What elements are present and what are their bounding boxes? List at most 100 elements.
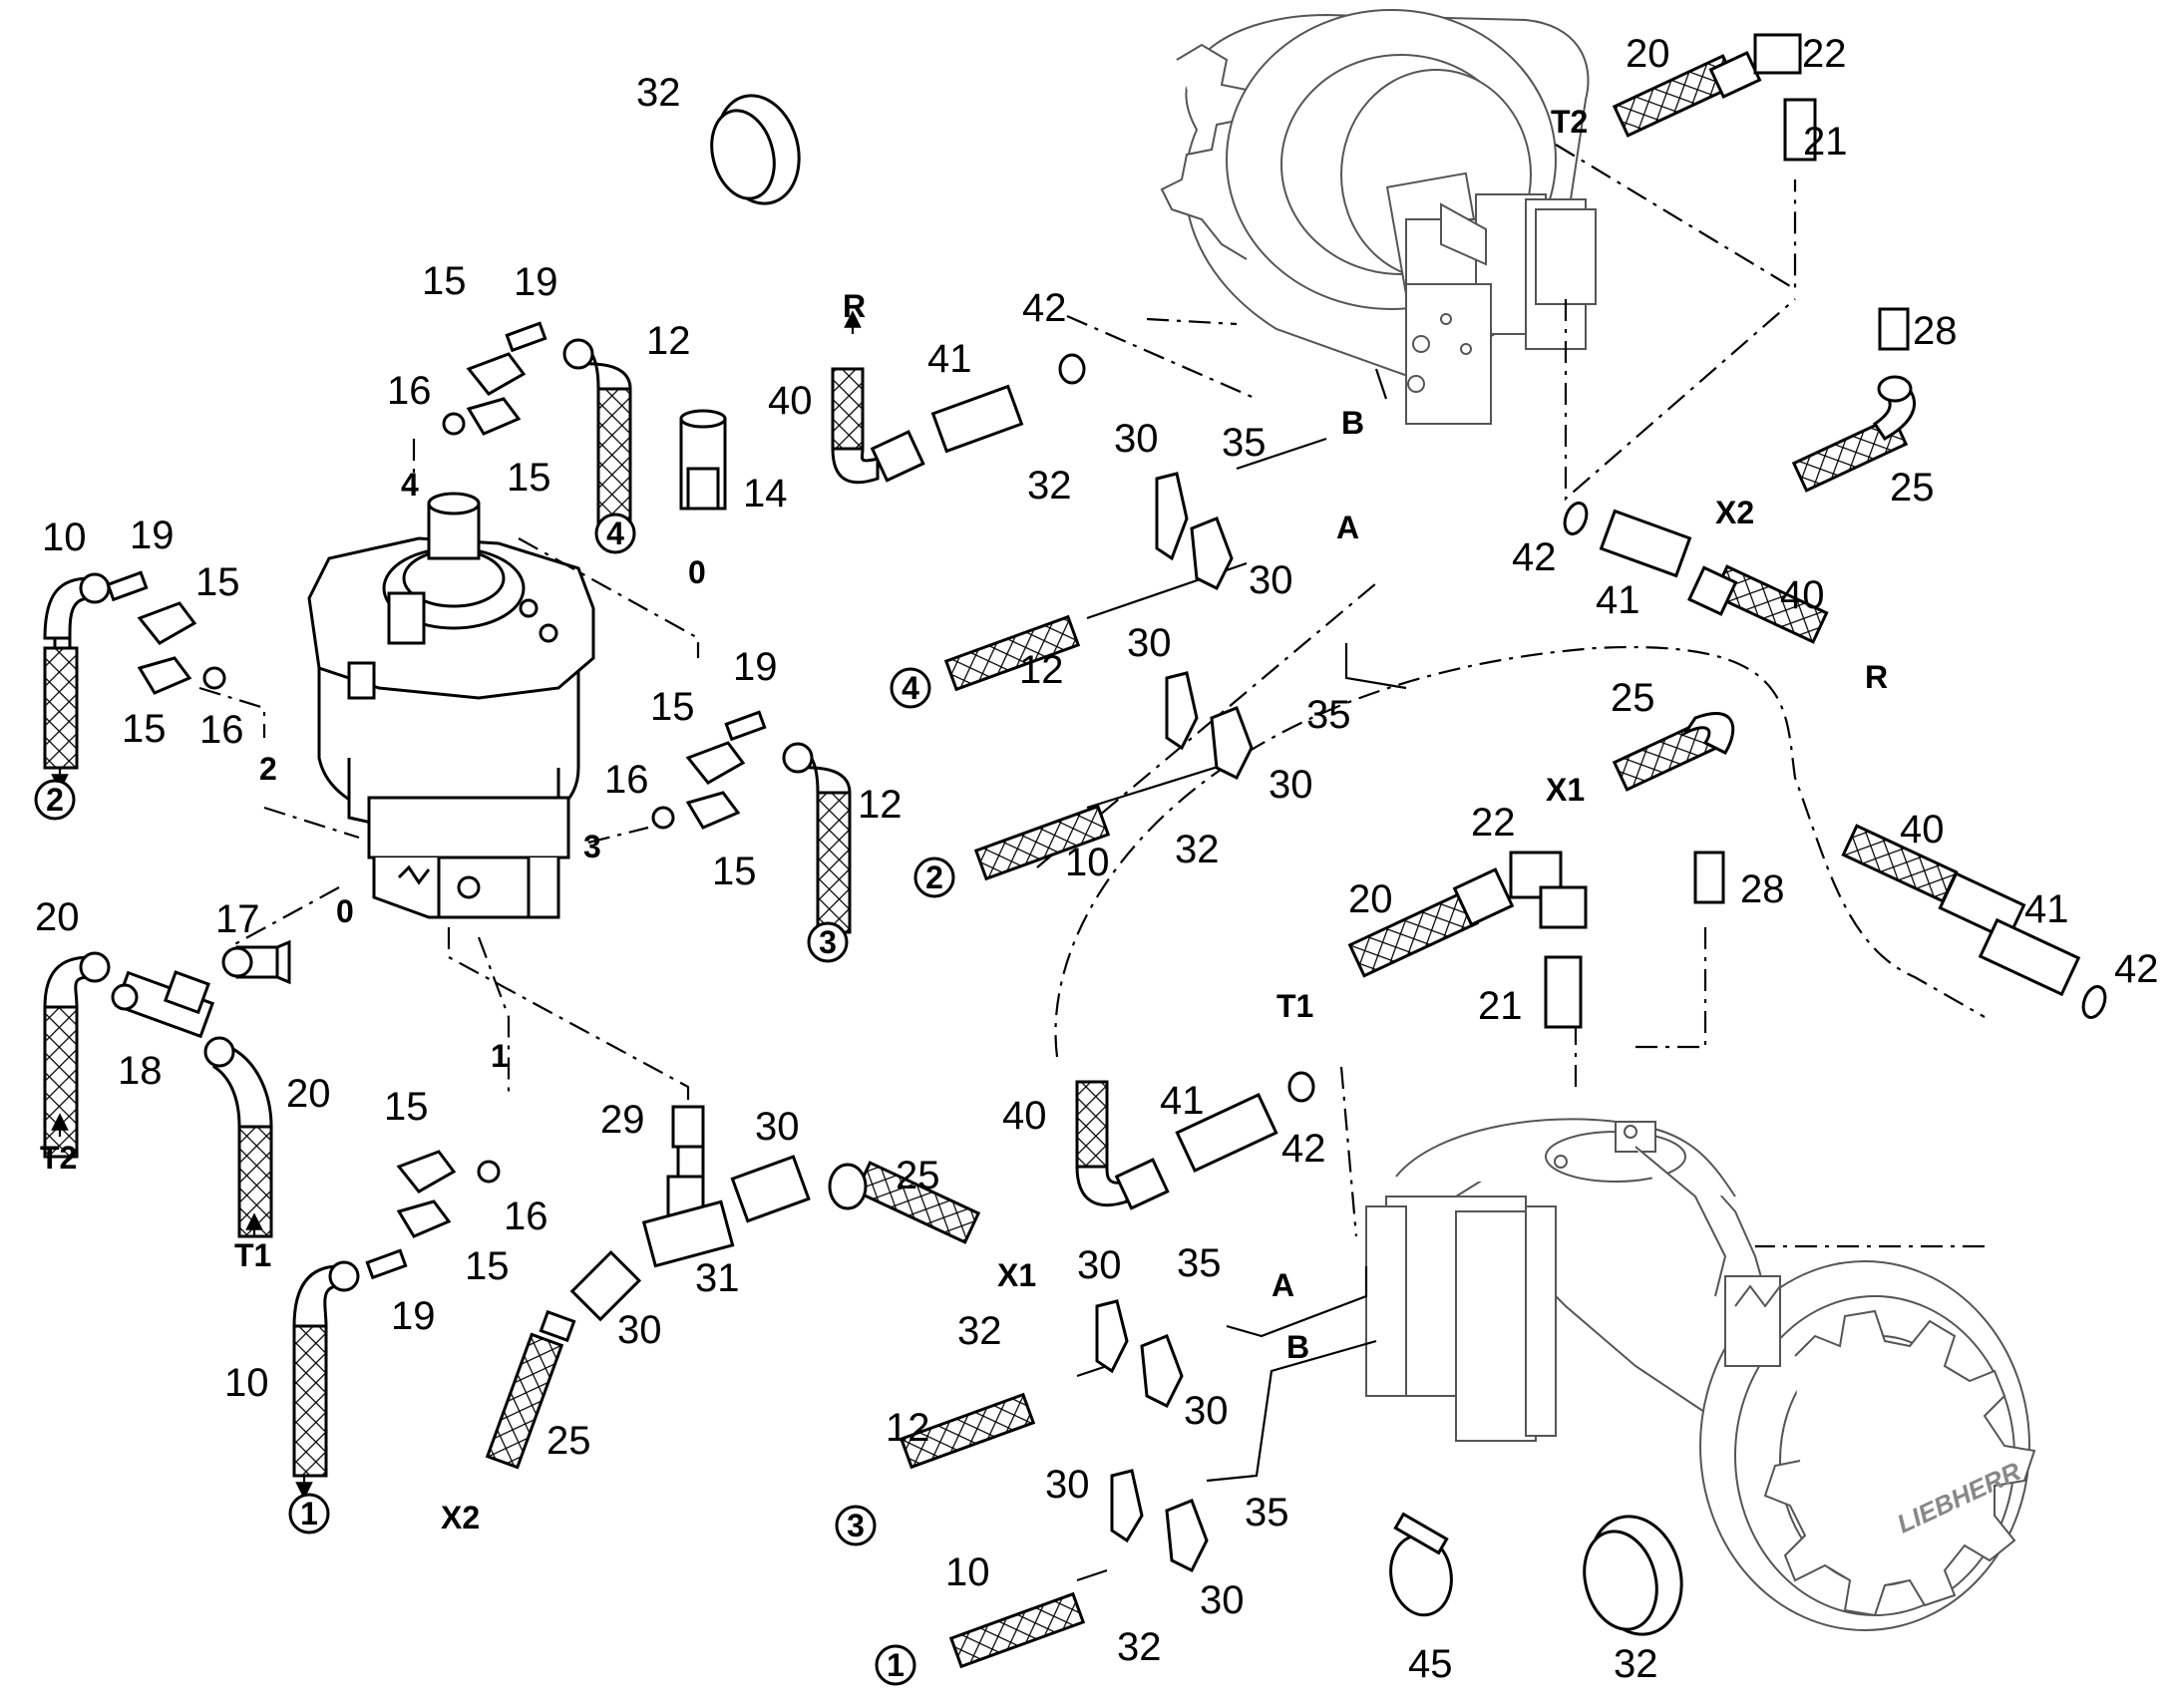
port-label-T2: T2 bbox=[1551, 104, 1588, 140]
clamp-15-mid bbox=[651, 710, 767, 830]
part-label-25d: 25 bbox=[1611, 676, 1655, 720]
part-label-25c: 25 bbox=[1890, 466, 1935, 510]
clamp-15-left bbox=[106, 570, 226, 695]
part-label-15d: 15 bbox=[507, 456, 551, 500]
hose-12-right bbox=[782, 742, 852, 934]
fittings-27-29 bbox=[569, 1105, 811, 1322]
part-label-41b: 41 bbox=[1596, 578, 1640, 622]
fitting-14 bbox=[679, 409, 727, 511]
part-label-26b: 28 bbox=[1740, 867, 1785, 911]
part-label-31: 35 bbox=[1222, 421, 1267, 465]
hose-25-right bbox=[1791, 307, 1917, 493]
clamp-15-top bbox=[442, 321, 547, 436]
part-label-16b: 16 bbox=[387, 369, 432, 413]
part-label-20: 20 bbox=[35, 895, 80, 939]
circled-ref-2-right: 2 bbox=[913, 856, 955, 898]
part-label-12c: 12 bbox=[1019, 648, 1064, 692]
port-label-X1b: X1 bbox=[997, 1257, 1036, 1293]
part-label-15h: 15 bbox=[465, 1244, 510, 1288]
port-label-R: R bbox=[843, 288, 866, 324]
part-label-42b: 42 bbox=[1512, 535, 1557, 579]
part-label-20d: 20 bbox=[1348, 877, 1393, 921]
hose-20-lower-right bbox=[1347, 851, 1588, 1029]
part-label-20b: 20 bbox=[286, 1072, 331, 1116]
hose-10-left bbox=[43, 572, 111, 770]
part-label-25b: 25 bbox=[546, 1419, 591, 1463]
part-label-16c: 16 bbox=[604, 758, 649, 802]
hydraulic-motor bbox=[307, 492, 595, 919]
hose-40-lower-right bbox=[1841, 824, 2107, 1019]
part-label-12d: 12 bbox=[886, 1406, 930, 1450]
svg-text:1: 1 bbox=[887, 1647, 905, 1683]
part-label-15c: 15 bbox=[422, 259, 467, 303]
part-label-32: 32 bbox=[1027, 464, 1072, 508]
part-label-16d: 16 bbox=[504, 1195, 548, 1238]
clamp-15-lower bbox=[365, 1150, 501, 1280]
circled-ref-2-left: 2 bbox=[34, 779, 76, 821]
part-label-42c: 42 bbox=[2114, 947, 2159, 991]
part-label-17: 19 bbox=[130, 513, 175, 557]
part-label-26: 28 bbox=[1913, 309, 1958, 353]
part-label-15g: 15 bbox=[384, 1085, 429, 1129]
port-label-R2: R bbox=[1865, 659, 1888, 695]
travel-drive-bottom: LIEBHERR bbox=[1365, 1118, 2036, 1631]
part-label-40c: 40 bbox=[1900, 808, 1945, 852]
part-label-35: 32 bbox=[636, 71, 681, 115]
part-label-25: 25 bbox=[896, 1154, 940, 1197]
part-label-22: 22 bbox=[1802, 32, 1847, 76]
part-label-10b: 10 bbox=[224, 1361, 269, 1405]
part-label-42: 42 bbox=[1022, 286, 1067, 330]
svg-text:4: 4 bbox=[606, 515, 624, 551]
circled-ref-4-right: 4 bbox=[890, 667, 931, 709]
part-label-30f: 30 bbox=[1184, 1389, 1229, 1433]
part-label-22b: 22 bbox=[1471, 801, 1516, 845]
part-label-12: 12 bbox=[646, 319, 691, 363]
part-label-21b: 21 bbox=[1478, 984, 1523, 1028]
part-label-10d: 10 bbox=[945, 1550, 990, 1594]
travel-drive-top bbox=[1160, 9, 1597, 425]
part-label-18: 17 bbox=[215, 897, 260, 941]
hose-25-left bbox=[485, 1309, 576, 1470]
port-label-T2b: T2 bbox=[40, 1140, 77, 1176]
svg-text:1: 1 bbox=[300, 1496, 318, 1532]
port-label-X1: X1 bbox=[1546, 772, 1585, 808]
part-label-30h: 30 bbox=[1200, 1578, 1245, 1622]
port-label-T1: T1 bbox=[1276, 988, 1313, 1024]
part-label-41d: 41 bbox=[1160, 1079, 1205, 1123]
port-label-B: B bbox=[1341, 405, 1364, 441]
svg-text:2: 2 bbox=[925, 859, 943, 895]
part-label-17c: 19 bbox=[733, 645, 778, 689]
hose-25-lower-mid bbox=[1612, 711, 1735, 904]
port-label-X2b: X2 bbox=[441, 1500, 480, 1536]
part-label-10c: 10 bbox=[1065, 841, 1110, 884]
svg-text:3: 3 bbox=[847, 1508, 865, 1543]
hose-25-mid bbox=[828, 1161, 981, 1244]
circled-ref-3-mid: 3 bbox=[807, 921, 849, 963]
hose-12-top bbox=[562, 338, 632, 530]
svg-text:3: 3 bbox=[819, 924, 837, 960]
part-label-10: 10 bbox=[42, 515, 87, 559]
part-label-32d: 32 bbox=[1117, 1625, 1162, 1669]
part-label-35b: 32 bbox=[1614, 1642, 1658, 1686]
part-label-31c: 35 bbox=[1177, 1241, 1222, 1285]
hose-20-left bbox=[43, 951, 111, 1159]
part-label-20c: 20 bbox=[1626, 32, 1670, 76]
circled-ref-4-top: 4 bbox=[594, 512, 636, 554]
part-label-30c: 30 bbox=[1127, 621, 1172, 665]
part-label-31d: 35 bbox=[1245, 1491, 1289, 1535]
part-number-labels: 10 19 15 15 16 15 19 12 16 15 14 32 19 1… bbox=[35, 32, 2159, 1686]
port-labels: R B A T2 X2 R X1 T1 A B T2 T1 X1 X2 0 0 … bbox=[40, 104, 1888, 1536]
hose-20-right bbox=[1612, 33, 1817, 162]
port-label-0b: 0 bbox=[336, 893, 354, 929]
part-label-17b: 19 bbox=[514, 260, 558, 304]
port-label-B2: B bbox=[1286, 1329, 1309, 1365]
part-label-30b: 30 bbox=[1249, 558, 1293, 602]
part-label-28b: 30 bbox=[617, 1308, 662, 1352]
port-label-X2: X2 bbox=[1715, 495, 1754, 530]
part-label-15b: 15 bbox=[122, 707, 167, 751]
flanged-hoses-10-12 bbox=[899, 614, 1111, 1669]
solid-leaders bbox=[1076, 368, 1407, 1582]
part-label-41c: 41 bbox=[2024, 887, 2069, 931]
port-label-3: 3 bbox=[583, 829, 601, 864]
